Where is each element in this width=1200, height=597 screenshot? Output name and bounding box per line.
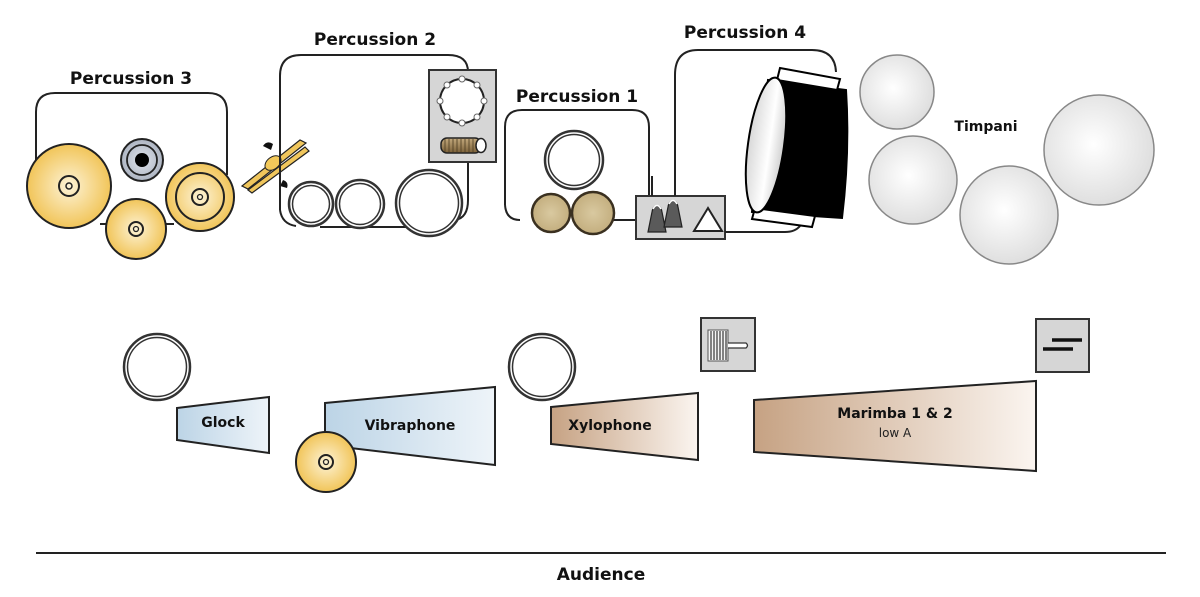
bass-drum-icon (744, 66, 849, 229)
tom-drum-large-icon (394, 168, 464, 238)
percussion-1-area (504, 109, 650, 205)
triangle-icon (692, 206, 724, 232)
glock-instrument (176, 395, 270, 455)
percussion-1-label: Percussion 1 (516, 87, 638, 107)
timpani-drum-2 (868, 135, 958, 225)
bongo-large-icon (570, 190, 616, 236)
marimba-instrument (753, 379, 1037, 473)
marimba-sublabel: low A (879, 426, 912, 440)
timpani-label: Timpani (954, 119, 1017, 135)
suspended-cymbal-icon (295, 431, 357, 493)
marimba-group: Marimba 1 & 2 low A (753, 318, 1090, 473)
timpani-drum-3 (959, 165, 1059, 265)
percussion-4-label: Percussion 4 (684, 23, 806, 43)
glock-label: Glock (201, 415, 245, 431)
glock-group: Glock (122, 332, 270, 455)
wind-machine-icon (707, 329, 749, 362)
timpani-group: Timpani (859, 54, 1155, 265)
percussion-2-label: Percussion 2 (314, 30, 436, 50)
drum-icon (507, 332, 577, 402)
bongo-small-icon (530, 192, 572, 234)
percussion-4-area (674, 49, 837, 76)
wind-machine-box (700, 317, 756, 372)
cowbell-icon (663, 199, 683, 228)
slapstick-icon (1043, 338, 1082, 351)
tom-drum-medium-icon (334, 178, 386, 230)
marimba-label: Marimba 1 & 2 (837, 406, 952, 422)
percussion-3-label: Percussion 3 (70, 69, 192, 89)
timpani-drum-4 (1043, 94, 1155, 206)
vibraphone-group: Vibraphone (295, 385, 496, 493)
slapstick-box (1035, 318, 1090, 373)
hi-hat-icon (165, 162, 235, 232)
vibraphone-instrument (324, 385, 496, 467)
crash-cymbal-icon (26, 143, 112, 229)
snare-drum-icon (120, 138, 164, 182)
xylophone-instrument (550, 391, 699, 462)
cowbell-triangle-box (635, 195, 726, 240)
xylophone-label: Xylophone (568, 418, 651, 434)
drum-icon (122, 332, 192, 402)
concert-tom-icon (543, 129, 605, 191)
splash-cymbal-icon (105, 198, 167, 260)
percussion-2-group: Percussion 2 (279, 30, 497, 238)
aux-percussion-box (428, 69, 497, 163)
tambourine-icon (436, 75, 488, 127)
audience-label: Audience (557, 565, 646, 585)
percussion-2-area (279, 54, 469, 210)
shaker-icon (440, 137, 487, 154)
cowbell-icon (647, 204, 667, 233)
vibraphone-label: Vibraphone (365, 418, 456, 434)
percussion-4-group: Percussion 4 (674, 23, 849, 233)
timpani-drum-1 (859, 54, 935, 130)
tom-drum-small-icon (287, 180, 335, 228)
percussion-3-group: Percussion 3 (26, 69, 310, 260)
percussion-3-area (35, 92, 228, 175)
clash-cymbals-icon (240, 139, 310, 194)
xylophone-group: Xylophone (507, 317, 756, 462)
percussion-1-group: Percussion 1 (504, 75, 726, 240)
